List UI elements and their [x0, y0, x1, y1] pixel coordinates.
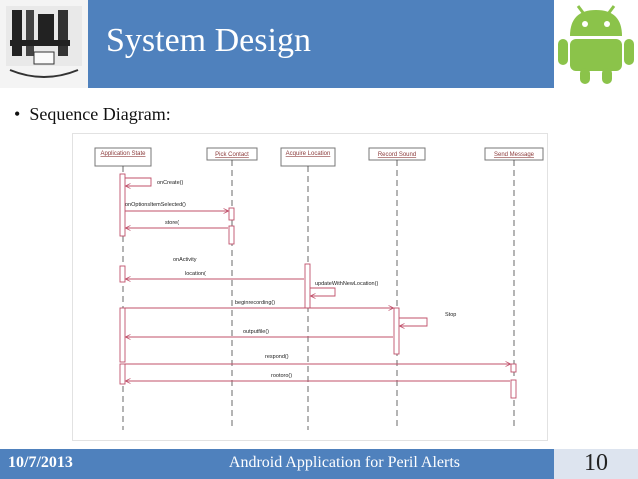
activation-box	[510, 379, 517, 399]
activation-box	[119, 265, 126, 283]
title-bar	[88, 0, 554, 88]
participant-label: Application State	[100, 151, 146, 157]
activation-box	[304, 263, 311, 309]
page-number: 10	[584, 450, 608, 476]
institution-logo-icon	[6, 6, 82, 78]
message-label: beginrecording()	[235, 300, 275, 306]
activation-box	[119, 307, 126, 363]
slide-header: System Design	[0, 0, 638, 88]
message-arrows	[125, 177, 510, 381]
footer-date: 10/7/2013	[8, 454, 73, 471]
participant-acquire-location: Acquire Location	[280, 147, 336, 167]
message-label: updateWithNewLocation()	[315, 281, 378, 287]
activation-box	[510, 363, 517, 373]
message-label: outputfile()	[243, 329, 269, 335]
message-label: onActivity	[173, 257, 197, 263]
bullet-text: Sequence Diagram:	[29, 104, 171, 124]
participant-label: Acquire Location	[286, 151, 331, 157]
participant-label: Send Message	[494, 152, 535, 158]
participant-record-sound: Record Sound	[368, 147, 426, 161]
message-label: store(	[165, 220, 179, 226]
participant-label: Pick Contact	[215, 152, 249, 158]
message-label: Stop	[445, 312, 456, 318]
android-logo	[554, 0, 638, 88]
participant-send-message: Send Message	[484, 147, 544, 161]
sequence-diagram-canvas: Application State Pick Contact Acquire L…	[94, 147, 544, 430]
activation-box	[119, 363, 126, 385]
message-labels: onCreate() onOptionsItemSelected() store…	[125, 180, 456, 379]
footer-title: Android Application for Peril Alerts	[228, 454, 460, 471]
message-label: respond()	[265, 354, 289, 360]
activation-box	[393, 307, 400, 355]
bullet-item: • Sequence Diagram:	[14, 104, 171, 125]
activations	[119, 173, 517, 399]
activation-box	[228, 225, 235, 245]
participant-application-state: Application State	[94, 147, 152, 167]
slide-title: System Design	[106, 22, 311, 59]
bullet-icon: •	[14, 104, 30, 124]
message-label: location(	[185, 271, 206, 277]
page-number-box: 10	[554, 449, 638, 479]
activation-box	[228, 207, 235, 221]
lifelines	[122, 160, 515, 430]
message-label: onCreate()	[157, 180, 183, 186]
message-label: onOptionsItemSelected()	[125, 202, 186, 208]
message-arrow	[399, 317, 428, 326]
message-label: rootoro()	[271, 373, 292, 379]
participant-pick-contact: Pick Contact	[206, 147, 258, 161]
android-robot-icon	[558, 5, 634, 84]
footer-bar: 10/7/2013 Android Application for Peril …	[0, 449, 554, 479]
participant-label: Record Sound	[378, 152, 416, 158]
institution-logo	[0, 0, 88, 88]
message-arrow	[310, 287, 336, 296]
slide-footer: 10/7/2013 Android Application for Peril …	[0, 449, 638, 479]
message-arrow	[125, 177, 152, 186]
activation-box	[119, 173, 126, 237]
sequence-diagram: Application State Pick Contact Acquire L…	[72, 133, 548, 441]
